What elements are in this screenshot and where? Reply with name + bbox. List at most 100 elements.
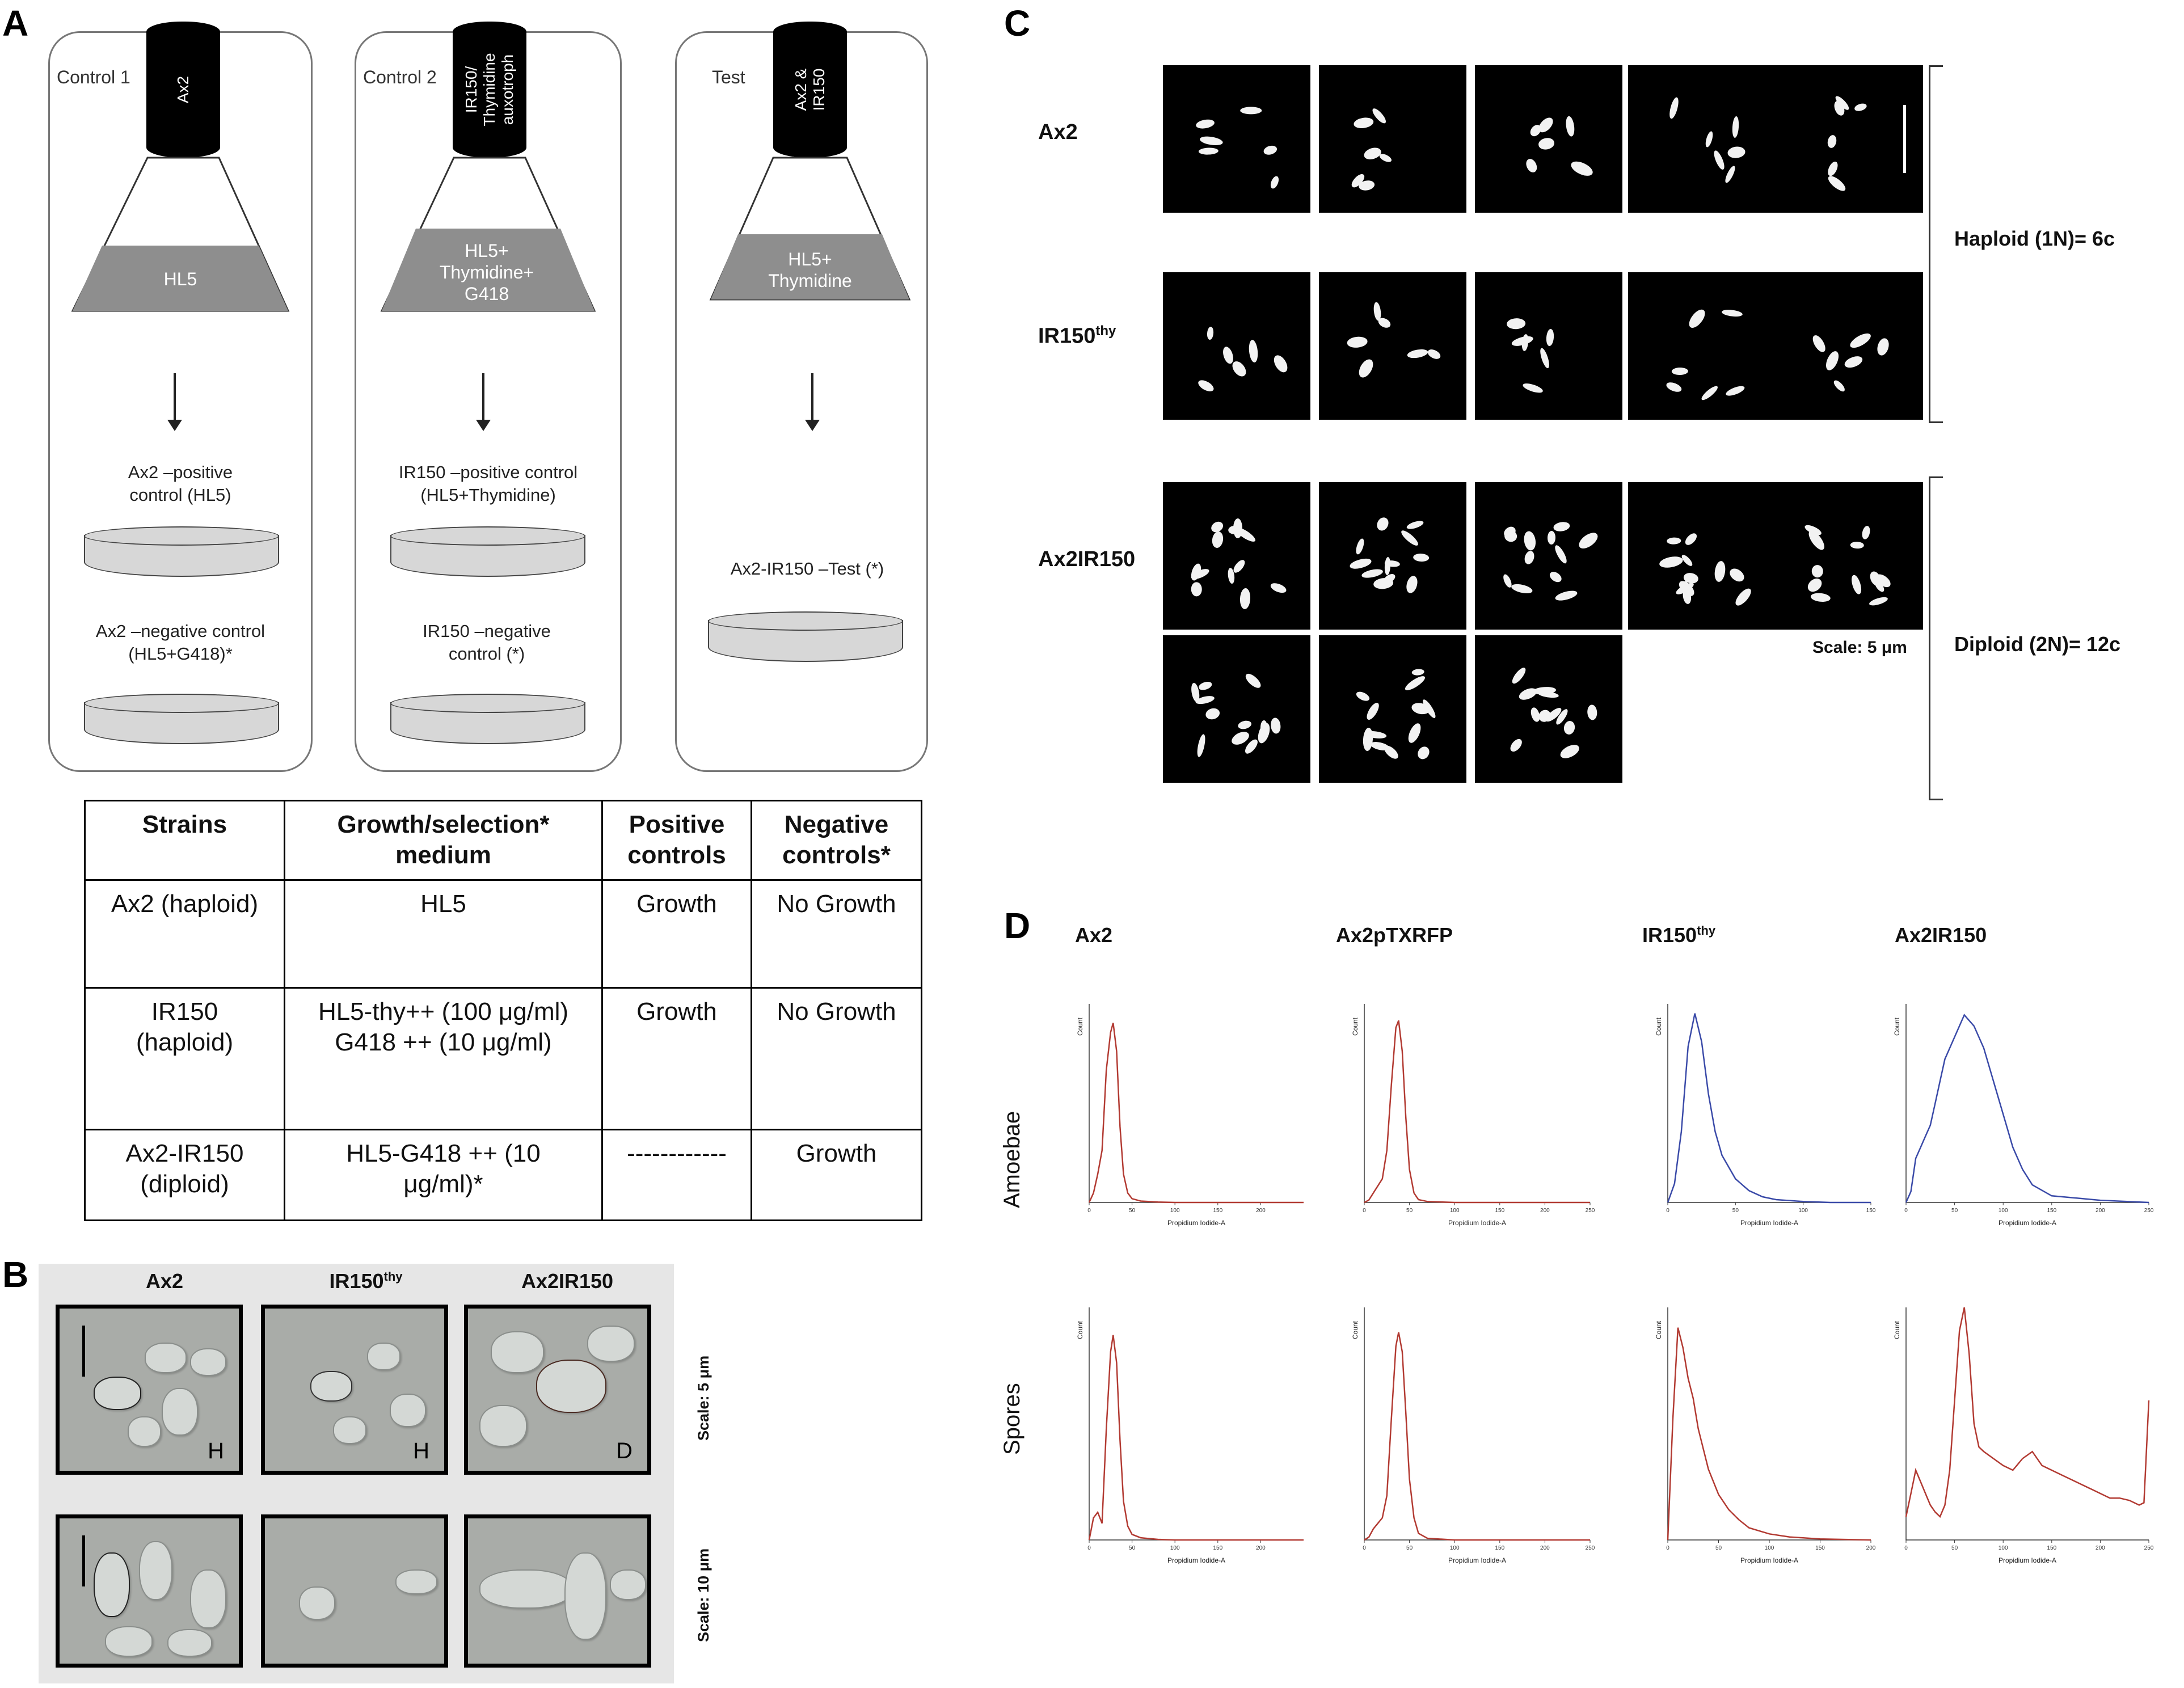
axis	[1905, 1004, 2149, 1203]
panel-letter-a: A	[2, 3, 29, 44]
table-cell: IR150 (haploid)	[84, 987, 285, 1130]
ploidy-letter: H	[208, 1438, 224, 1463]
y-axis-label: Count	[1076, 1320, 1084, 1339]
panel-d-col-ax2: Ax2	[1075, 923, 1113, 947]
table-cell: ------------	[601, 1129, 752, 1221]
histogram-line	[1905, 1307, 2150, 1518]
panel-letter-c: C	[1004, 3, 1031, 44]
test-flask-label: HL5+ Thymidine	[768, 249, 852, 291]
test-tube: Ax2 & IR150	[773, 22, 847, 158]
x-tick-label: 100	[1999, 1545, 2008, 1551]
x-axis-label: Propidium Iodide-A	[1167, 1556, 1225, 1564]
table-cell: HL5	[284, 879, 603, 989]
x-axis-label: Propidium Iodide-A	[1740, 1556, 1798, 1564]
panel-d-row-spores: Spores	[1000, 1383, 1024, 1455]
panel-b-header-ax2ir150: Ax2IR150	[521, 1269, 614, 1293]
control2-plate2	[390, 694, 585, 746]
control2-plate1	[390, 526, 585, 579]
karyotype-image	[1163, 635, 1310, 783]
panel-d-row-amoebae: Amoebae	[1000, 1111, 1024, 1208]
table-header-row: Strains Growth/selection* medium Positiv…	[84, 800, 922, 881]
panel-b-image-ax2ir150-amoeba: D	[464, 1305, 651, 1475]
panel-b-image-ir150-spore	[261, 1514, 448, 1668]
x-tick-label: 100	[1765, 1545, 1774, 1551]
control1-label: Control 1	[57, 67, 130, 87]
test-box: Test Ax2 & IR150 HL5+ Thymidine Ax2-IR15…	[675, 22, 928, 772]
karyotype-image	[1163, 65, 1310, 213]
table-header-positive: Positive controls	[601, 800, 752, 881]
x-tick-label: 100	[1170, 1545, 1180, 1551]
strains-table: Strains Growth/selection* medium Positiv…	[84, 800, 922, 1221]
x-tick-label: 200	[1540, 1545, 1550, 1551]
test-plate	[708, 611, 903, 664]
panel-c-scale-label: Scale: 5 μm	[1812, 638, 1907, 657]
panel-d-col-ax2ptxrfp: Ax2pTXRFP	[1336, 923, 1453, 947]
x-tick-label: 50	[1129, 1545, 1136, 1551]
karyotype-image	[1319, 635, 1466, 783]
x-tick-label: 50	[1406, 1208, 1413, 1214]
karyotype-image	[1163, 482, 1310, 630]
table-header-medium: Growth/selection* medium	[284, 800, 603, 881]
test-plate-label: Ax2-IR150 –Test (*)	[730, 559, 884, 579]
panel-b-header-ir150: IR150thy	[329, 1269, 403, 1293]
scale-bar	[82, 1326, 85, 1377]
control2-arrow	[476, 373, 491, 431]
control2-box: Control 2 IR150/ Thymidine auxotroph HL5…	[355, 22, 622, 772]
control2-plate1-label: IR150 –positive control (HL5+Thymidine)	[398, 462, 578, 505]
control1-arrow	[167, 373, 182, 431]
panel-b-image-ax2-amoeba: H	[56, 1305, 243, 1475]
panel-c-label-ax2ir150: Ax2IR150	[1038, 547, 1136, 571]
table-header-strains: Strains	[84, 800, 285, 881]
table-header-negative: Negative controls*	[751, 800, 922, 881]
x-tick-label: 150	[1213, 1208, 1222, 1214]
x-tick-label: 50	[1129, 1208, 1136, 1214]
control1-tube: Ax2	[146, 22, 220, 158]
karyotype-image	[1776, 65, 1923, 213]
y-axis-label: Count	[1076, 1017, 1084, 1036]
karyotype-image	[1475, 635, 1622, 783]
table-cell: No Growth	[751, 879, 922, 989]
x-tick-label: 150	[1815, 1545, 1825, 1551]
table-row: Ax2 (haploid) HL5 Growth No Growth	[84, 879, 922, 989]
x-tick-label: 100	[1450, 1545, 1460, 1551]
x-tick-label: 200	[1256, 1545, 1266, 1551]
panel-d-col-ax2ir150: Ax2IR150	[1895, 923, 1987, 947]
control2-tube: IR150/ Thymidine auxotroph	[453, 22, 526, 158]
x-tick-label: 0	[1087, 1545, 1091, 1551]
x-tick-label: 250	[2144, 1545, 2154, 1551]
x-tick-label: 100	[1450, 1208, 1460, 1214]
x-tick-label: 150	[1213, 1545, 1222, 1551]
karyotype-image	[1776, 482, 1923, 630]
x-tick-label: 100	[1798, 1208, 1808, 1214]
y-axis-label: Count	[1893, 1320, 1901, 1339]
control1-plate1-label: Ax2 –positive control (HL5)	[128, 462, 233, 505]
y-axis-label: Count	[1351, 1017, 1359, 1036]
x-tick-label: 150	[2047, 1208, 2056, 1214]
axis	[1364, 1307, 1590, 1541]
scale-bar	[82, 1535, 85, 1586]
table-cell: Ax2 (haploid)	[84, 879, 285, 989]
panel-letter-b: B	[2, 1254, 29, 1295]
x-tick-label: 50	[1715, 1545, 1722, 1551]
scale-bar	[1903, 105, 1906, 173]
histogram-line	[1088, 1335, 1304, 1541]
karyotype-image	[1163, 272, 1310, 420]
panel-b-header-ax2: Ax2	[145, 1269, 184, 1293]
control2-flask-label: HL5+ Thymidine+ G418	[439, 240, 534, 304]
x-tick-label: 200	[1540, 1208, 1550, 1214]
x-tick-label: 200	[1866, 1545, 1876, 1551]
y-axis-label: Count	[1351, 1320, 1359, 1339]
control1-plate2-label: Ax2 –negative control (HL5+G418)*	[95, 621, 265, 664]
table-cell: HL5-G418 ++ (10 μg/ml)*	[284, 1129, 603, 1221]
x-tick-label: 0	[1666, 1545, 1669, 1551]
x-axis-label: Propidium Iodide-A	[1448, 1219, 1506, 1227]
table-cell: Growth	[601, 879, 752, 989]
test-label: Test	[712, 67, 745, 87]
diploid-label: Diploid (2N)= 12c	[1954, 632, 2121, 656]
table-cell: Growth	[601, 987, 752, 1130]
